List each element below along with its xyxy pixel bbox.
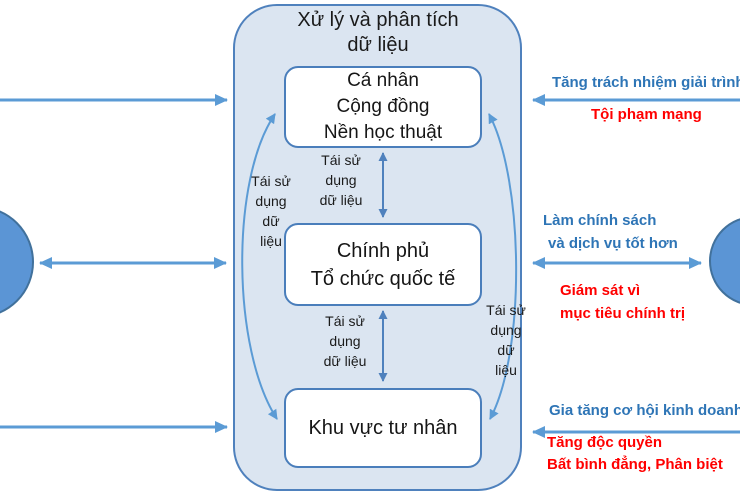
left-actor-circle bbox=[0, 210, 34, 314]
reuse-label-bottom: Tái sử dụng dữ liệu bbox=[323, 313, 367, 369]
annotation-accountability: Tăng trách nhiệm giải trình bbox=[552, 74, 740, 91]
hub-title-line1: Xử lý và phân tích bbox=[297, 9, 459, 31]
node-box-government: Chính phủ Tổ chức quốc tế bbox=[284, 223, 482, 306]
annotation-surveillance: Giám sát vì mục tiêu chính trị bbox=[560, 282, 686, 322]
right-actor-circle bbox=[709, 218, 740, 304]
node-box-individuals: Cá nhân Cộng đồng Nền học thuật bbox=[284, 66, 482, 148]
node-line: Cộng đồng bbox=[336, 96, 430, 117]
node-line: Nền học thuật bbox=[323, 122, 443, 143]
node-line: Chính phủ bbox=[336, 239, 430, 262]
annotation-monopoly-inequality: Tăng độc quyền Bất bình đẳng, Phân biệt bbox=[547, 434, 723, 473]
annotation-business-opportunity: Gia tăng cơ hội kinh doanh bbox=[549, 402, 740, 419]
node-box-private-sector: Khu vực tư nhân bbox=[284, 388, 482, 468]
reuse-label-top: Tái sử dụng dữ liệu bbox=[319, 152, 363, 208]
annotation-cybercrime: Tội phạm mạng bbox=[591, 106, 702, 123]
reuse-label-right: Tái sử dụng dữ liệu bbox=[486, 302, 526, 378]
node-line: Tổ chức quốc tế bbox=[310, 267, 456, 290]
node-line: Khu vực tư nhân bbox=[308, 416, 458, 439]
reuse-label-left: Tái sử dụng dữ liệu bbox=[251, 173, 291, 249]
annotation-policy: Làm chính sách và dịch vụ tốt hơn bbox=[543, 212, 678, 252]
hub-title-line2: dữ liệu bbox=[347, 34, 409, 56]
node-line: Cá nhân bbox=[347, 70, 419, 91]
hub-title: Xử lý và phân tích dữ liệu bbox=[233, 8, 523, 58]
